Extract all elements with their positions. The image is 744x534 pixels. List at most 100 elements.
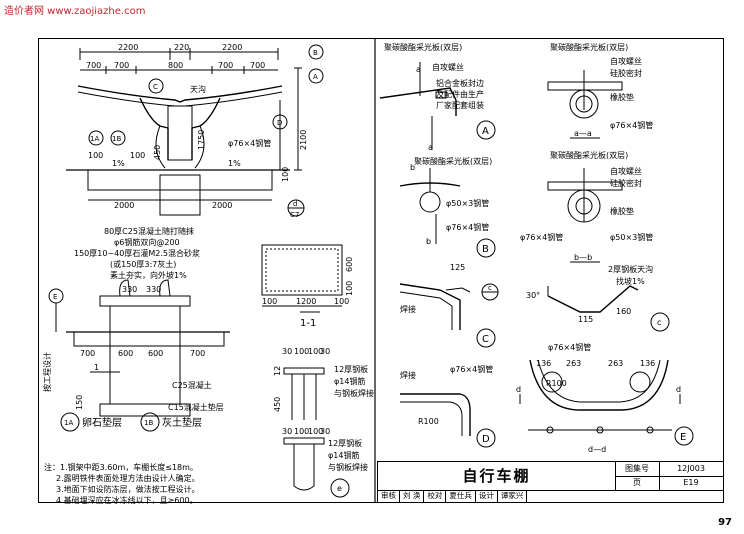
sig-design-name: 谭家兴 bbox=[498, 490, 528, 502]
legend-a-tag: 1A bbox=[64, 419, 73, 427]
dim-mid-1: 330 bbox=[122, 285, 137, 294]
dim-bottom-1: 2000 bbox=[114, 201, 134, 210]
pipe-label: φ76×4钢管 bbox=[228, 138, 271, 148]
page-label: 页 bbox=[615, 476, 660, 491]
dim-second-1: 700 bbox=[86, 61, 101, 70]
callout-C: C bbox=[153, 83, 158, 91]
dim-top-2: 220 bbox=[174, 43, 189, 52]
s11-w2: 1200 bbox=[296, 297, 316, 306]
e-dims2-b: 100 bbox=[294, 427, 309, 436]
e-bar-1: φ14钢筋 bbox=[334, 376, 365, 386]
E-radius: R100 bbox=[546, 379, 567, 388]
c-label: c bbox=[657, 318, 661, 327]
note-2: 2.露明铁件表面处理方法由设计人确定。 bbox=[56, 474, 200, 483]
aa-pipe: φ76×4钢管 bbox=[610, 120, 653, 130]
dim-mid-6: 700 bbox=[190, 349, 205, 358]
E-dim-4: 136 bbox=[640, 359, 655, 368]
c-slope: 找坡1% bbox=[616, 276, 645, 286]
aa-screw: 自攻螺丝 bbox=[610, 56, 642, 66]
D-pipe: φ76×4钢管 bbox=[450, 364, 493, 374]
e-dims1-a: 30 bbox=[282, 347, 292, 356]
aa-label: a—a bbox=[574, 129, 592, 138]
B-label: B bbox=[482, 244, 489, 255]
legend-b-text: 灰土垫层 bbox=[162, 416, 202, 429]
e-plate-1: 12厚钢板 bbox=[334, 364, 368, 374]
dim-top-1: 2200 bbox=[118, 43, 138, 52]
e-dims2-c: 100 bbox=[308, 427, 323, 436]
dim-mid-4: 600 bbox=[118, 349, 133, 358]
bb-sil: 硅胶密封 bbox=[610, 178, 642, 188]
A-screw: 自攻螺丝 bbox=[432, 62, 464, 72]
E-dim-1: 136 bbox=[536, 359, 551, 368]
E-pipe: φ76×4钢管 bbox=[548, 342, 591, 352]
tiangou-label: 天沟 bbox=[190, 84, 206, 94]
e-dims1-d: 30 bbox=[320, 347, 330, 356]
page-value: E19 bbox=[659, 476, 723, 491]
A-cut-bottom: a bbox=[428, 143, 433, 152]
dim-mid-2: 330 bbox=[146, 285, 161, 294]
callout-1B: 1B bbox=[112, 135, 121, 143]
C-dim: 125 bbox=[450, 263, 465, 272]
D-weld: 焊接 bbox=[400, 370, 416, 380]
A-seal-1: 铝合金板封边 bbox=[436, 78, 484, 88]
e-dims2-a: 30 bbox=[282, 427, 292, 436]
dim-second-4: 700 bbox=[218, 61, 233, 70]
e-dims2-d: 30 bbox=[320, 427, 330, 436]
E-cut-left: d bbox=[516, 385, 521, 394]
notes-block: 注：1.钢架中距3.60m，车棚长度≤18m。 2.露明铁件表面处理方法由设计人… bbox=[44, 462, 200, 506]
e-weld-1: 与钢板焊接 bbox=[334, 388, 374, 398]
page-number: 97 bbox=[718, 517, 732, 528]
foundation-line-2: φ6钢筋双向@200 bbox=[114, 237, 180, 247]
A-seal-3: 厂家配套组装 bbox=[436, 100, 484, 110]
bb-panel: 聚碳酸酯采光板(双层) bbox=[550, 150, 628, 160]
dim-right-2: 1750 bbox=[197, 130, 206, 150]
c-d2: 160 bbox=[616, 307, 631, 316]
callout-D: D bbox=[277, 119, 282, 127]
e-plate-2: 12厚钢板 bbox=[328, 438, 362, 448]
e-dims1-c: 100 bbox=[308, 347, 323, 356]
concrete-label: C25混凝土 bbox=[172, 380, 212, 390]
aa-panel: 聚碳酸酯采光板(双层) bbox=[550, 42, 628, 52]
s11-w1: 100 bbox=[262, 297, 277, 306]
dim-top-3: 2200 bbox=[222, 43, 242, 52]
small-1: 100 bbox=[88, 151, 103, 160]
legend-b-tag: 1B bbox=[144, 419, 153, 427]
slope-left: 1% bbox=[112, 159, 125, 168]
sig-review-name: 刘 涣 bbox=[400, 490, 425, 502]
B-panel: 聚碳酸酯采光板(双层) bbox=[414, 156, 492, 166]
dim-second-2: 700 bbox=[114, 61, 129, 70]
bb-pipe1: φ76×4钢管 bbox=[520, 232, 563, 242]
bb-screw: 自攻螺丝 bbox=[610, 166, 642, 176]
dim-right-3: 450 bbox=[153, 145, 162, 160]
vertical-label: 按工程设计 bbox=[42, 352, 52, 392]
dim-mid-5: 600 bbox=[148, 349, 163, 358]
dim-mid-3: 700 bbox=[80, 349, 95, 358]
A-cut-top: a bbox=[416, 65, 421, 74]
s11-h1: 600 bbox=[345, 257, 354, 272]
s11-w3: 100 bbox=[334, 297, 349, 306]
note-1: 注：1.钢架中距3.60m，车棚长度≤18m。 bbox=[44, 463, 198, 472]
E-cut-right: d bbox=[676, 385, 681, 394]
D-label: D bbox=[482, 434, 490, 445]
foundation-line-3: 150厚10~40厚石灌M2.5混合砂浆 bbox=[74, 248, 200, 258]
note-3: 3.地面下如设防冻层，做法按工程设计。 bbox=[56, 485, 200, 494]
C-label: C bbox=[482, 334, 489, 345]
sig-review-label: 审核 bbox=[378, 490, 400, 502]
drawing-title: 自行车棚 bbox=[378, 462, 616, 491]
c-plate: 2厚钢板天沟 bbox=[608, 264, 653, 274]
e-h2: 12 bbox=[273, 366, 282, 376]
foundation-line-1: 80厚C25混凝土随打随抹 bbox=[104, 226, 194, 236]
bb-label: b—b bbox=[574, 253, 592, 262]
callout-d: d bbox=[293, 200, 297, 208]
A-panel: 聚碳酸酯采光板(双层) bbox=[384, 42, 462, 52]
dim-mid-7: 150 bbox=[75, 395, 84, 410]
e-bar-2: φ14钢筋 bbox=[328, 450, 359, 460]
E-label: E bbox=[680, 432, 686, 443]
D-radius: R100 bbox=[418, 417, 439, 426]
A-label: A bbox=[482, 126, 489, 137]
B-cut-bottom: b bbox=[426, 237, 431, 246]
B-pipe2: φ76×4钢管 bbox=[446, 222, 489, 232]
callout-E: E bbox=[53, 293, 57, 301]
e-weld-2: 与钢板焊接 bbox=[328, 462, 368, 472]
s11-h2: 100 bbox=[345, 281, 354, 296]
